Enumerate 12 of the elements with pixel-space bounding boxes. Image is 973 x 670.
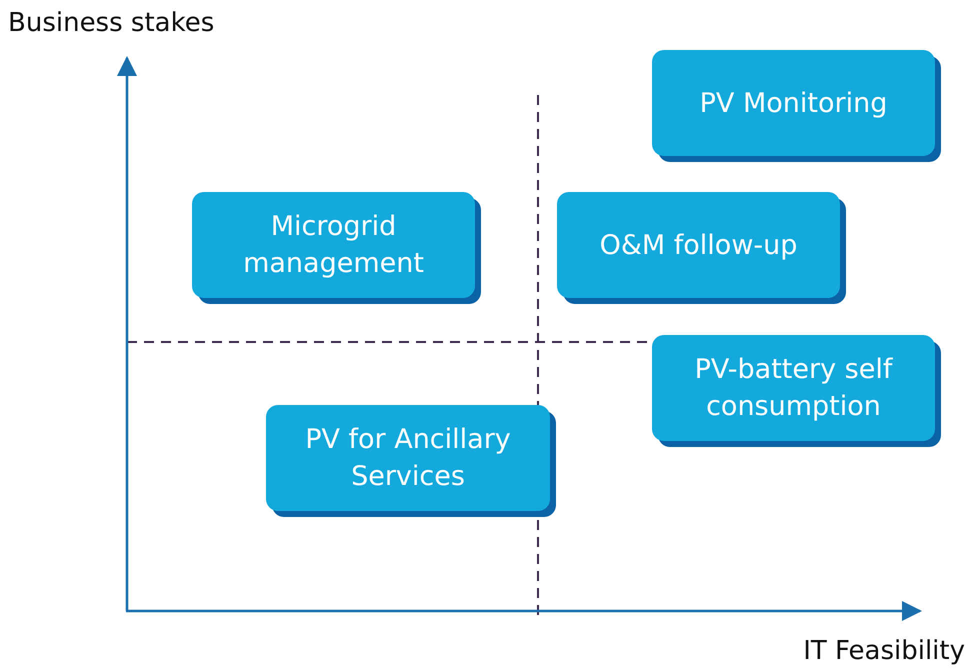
initiative-label: PV-battery self consumption bbox=[694, 353, 894, 424]
initiative-box bbox=[557, 192, 840, 298]
initiative-label: PV for Ancillary Services bbox=[304, 423, 512, 494]
initiative-label: PV Monitoring bbox=[700, 86, 888, 120]
y-axis-title: Business stakes bbox=[8, 8, 214, 38]
initiative-box bbox=[266, 405, 550, 511]
initiative-box bbox=[652, 335, 935, 441]
initiative-box bbox=[192, 192, 475, 298]
initiative-box bbox=[652, 50, 935, 156]
initiative-label: Microgrid management bbox=[242, 210, 425, 281]
x-axis-title: IT Feasibility bbox=[803, 636, 965, 666]
initiative-label: O&M follow-up bbox=[600, 228, 798, 262]
